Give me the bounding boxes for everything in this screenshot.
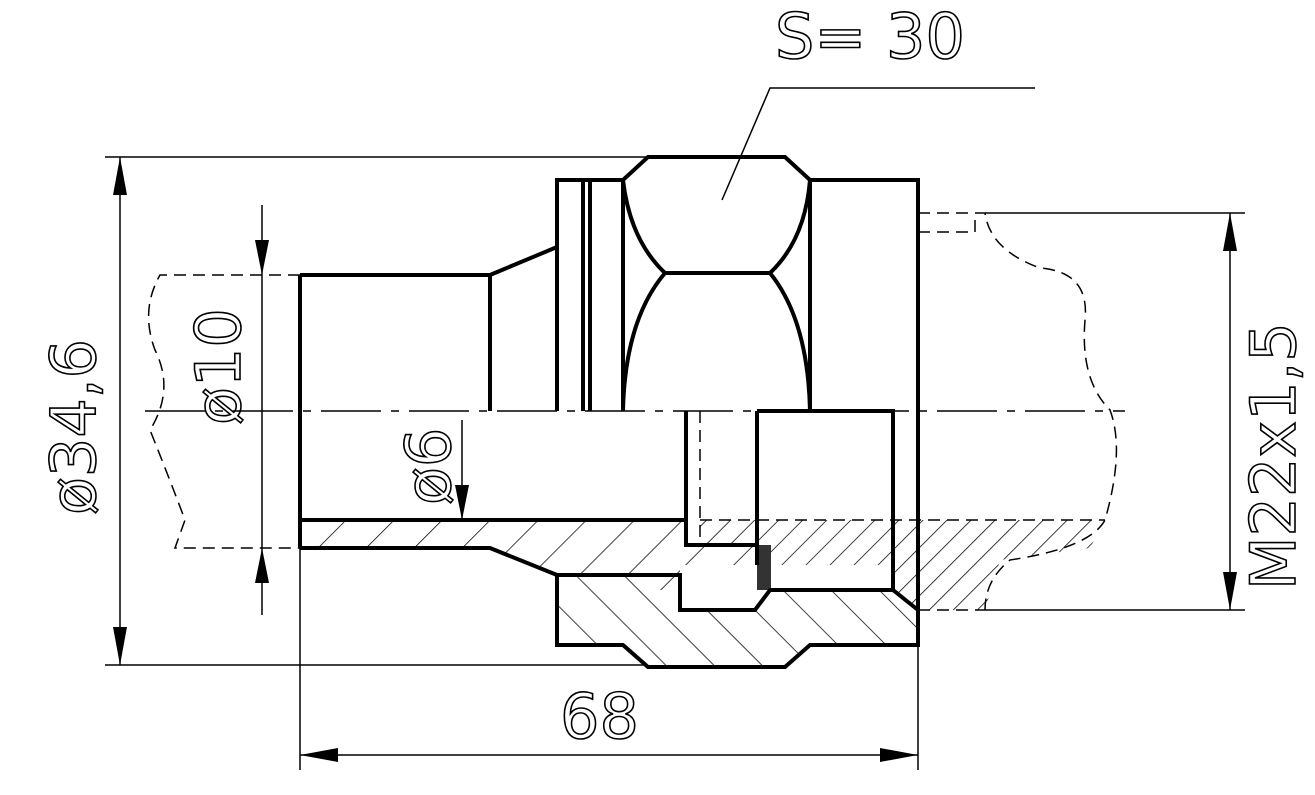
length-label: 68 (560, 680, 639, 753)
dimension-length: 68 (299, 548, 919, 770)
dimension-diameter-10: ø10 (181, 205, 269, 615)
wrench-size-label: S= 30 (775, 0, 965, 73)
seal-ring (757, 545, 771, 590)
wrench-size-callout: S= 30 (721, 0, 1035, 201)
right-nipple (684, 409, 1105, 611)
left-fitting (298, 245, 686, 577)
break-lines (147, 212, 1118, 611)
dimension-thread: M22x1,5 (985, 212, 1311, 611)
outer-diameter-label: ø34,6 (37, 339, 110, 515)
dimension-outer-diameter: ø34,6 (36, 156, 648, 666)
section-hatching (300, 520, 1105, 667)
diameter-10-label: ø10 (182, 308, 255, 425)
diameter-6-label: ø6 (392, 428, 465, 505)
dimension-diameter-6: ø6 (391, 420, 469, 520)
union-nut (555, 155, 920, 669)
thread-label: M22x1,5 (1237, 322, 1310, 590)
